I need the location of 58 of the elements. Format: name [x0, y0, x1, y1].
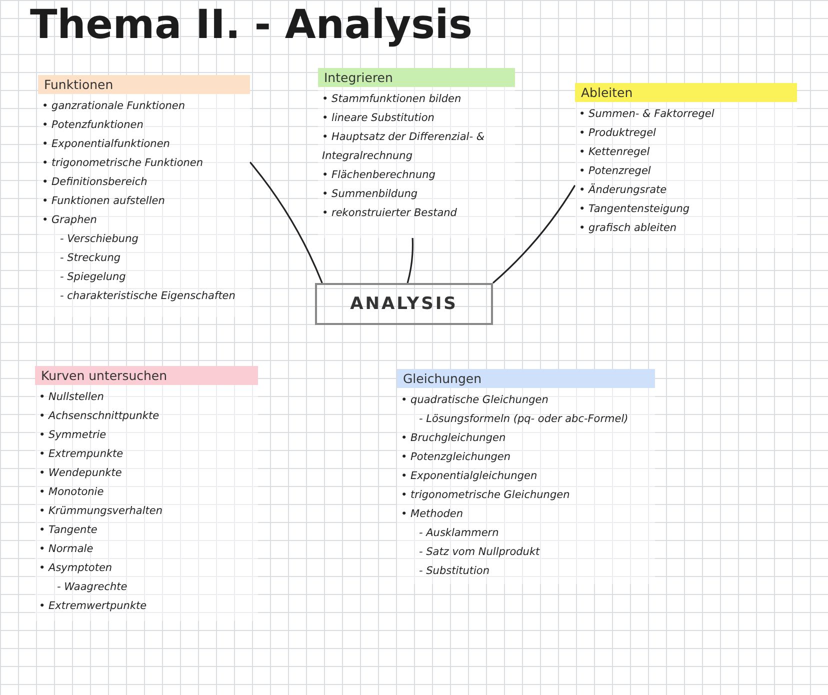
- list-item: • Änderungsrate: [578, 182, 668, 198]
- connector-line: [492, 184, 576, 284]
- section-heading: Kurven untersuchen: [35, 366, 258, 385]
- list-item: • Kettenregel: [578, 145, 651, 160]
- list-item: • Extrempunkte: [38, 447, 124, 462]
- list-item: • quadratische Gleichungen: [400, 393, 550, 408]
- list-item: - Satz vom Nullprodukt: [418, 545, 541, 560]
- list-item: • Normale: [38, 542, 94, 557]
- list-item: • Definitionsbereich: [41, 175, 148, 190]
- list-item: • Nullstellen: [38, 390, 105, 405]
- list-item: • Asymptoten: [38, 561, 114, 576]
- section-heading: Ableiten: [575, 83, 797, 102]
- list-item: • trigonometrische Gleichungen: [400, 488, 571, 503]
- section-heading: Integrieren: [318, 68, 515, 87]
- list-item: • Summenbildung: [321, 187, 419, 202]
- list-item: • Extremwertpunkte: [38, 599, 148, 614]
- list-item: - Waagrechte: [56, 580, 128, 595]
- list-item: • rekonstruierter Bestand: [321, 206, 458, 221]
- topic-card: [38, 75, 250, 317]
- list-item: • Symmetrie: [38, 428, 108, 443]
- list-item: • Graphen: [41, 213, 98, 228]
- list-item: • Bruchgleichungen: [400, 431, 507, 446]
- list-item: • Monotonie: [38, 485, 105, 500]
- list-item: • Tangentensteigung: [578, 202, 691, 217]
- section-heading: Funktionen: [38, 75, 250, 94]
- list-item: • Potenzgleichungen: [400, 450, 512, 465]
- list-item: • Tangente: [38, 523, 98, 538]
- connector-line: [406, 238, 414, 284]
- list-item: • Exponentialfunktionen: [41, 137, 171, 152]
- list-item: • Wendepunkte: [38, 466, 123, 481]
- section-heading: Gleichungen: [397, 369, 655, 388]
- central-topic-label: ANALYSIS: [350, 294, 458, 314]
- list-item: • Krümmungsverhalten: [38, 504, 164, 519]
- list-item: • Produktregel: [578, 126, 657, 141]
- list-item: • trigonometrische Funktionen: [41, 156, 204, 171]
- list-item: • Summen- & Faktorregel: [578, 107, 716, 122]
- list-item: - Verschiebung: [59, 232, 140, 247]
- list-item: • Potenzregel: [578, 164, 652, 179]
- page-title: Thema II. - Analysis: [30, 2, 472, 48]
- list-item: - Substitution: [418, 564, 491, 579]
- list-item: • Funktionen aufstellen: [41, 194, 166, 209]
- list-item: • Flächenberechnung: [321, 168, 436, 183]
- list-item: - Lösungsformeln (pq- oder abc-Formel): [418, 412, 630, 427]
- list-item: • Exponentialgleichungen: [400, 469, 538, 484]
- list-item: - Ausklammern: [418, 526, 500, 541]
- list-item: • Hauptsatz der Differenzial- & Integralrechnung: [321, 130, 486, 164]
- list-item: - Streckung: [59, 251, 122, 266]
- list-item: • grafisch ableiten: [578, 221, 678, 236]
- list-item: • Achsenschnittpunkte: [38, 409, 160, 424]
- central-topic-box: [315, 283, 493, 325]
- list-item: • ganzrationale Funktionen: [41, 99, 186, 114]
- list-item: • Methoden: [400, 507, 464, 522]
- list-item: - Spiegelung: [59, 270, 127, 285]
- list-item: • Stammfunktionen bilden: [321, 92, 462, 107]
- list-item: - charakteristische Eigenschaften: [59, 289, 236, 304]
- list-item: • lineare Substitution: [321, 111, 436, 126]
- list-item: • Potenzfunktionen: [41, 118, 144, 133]
- connector-line: [249, 162, 323, 284]
